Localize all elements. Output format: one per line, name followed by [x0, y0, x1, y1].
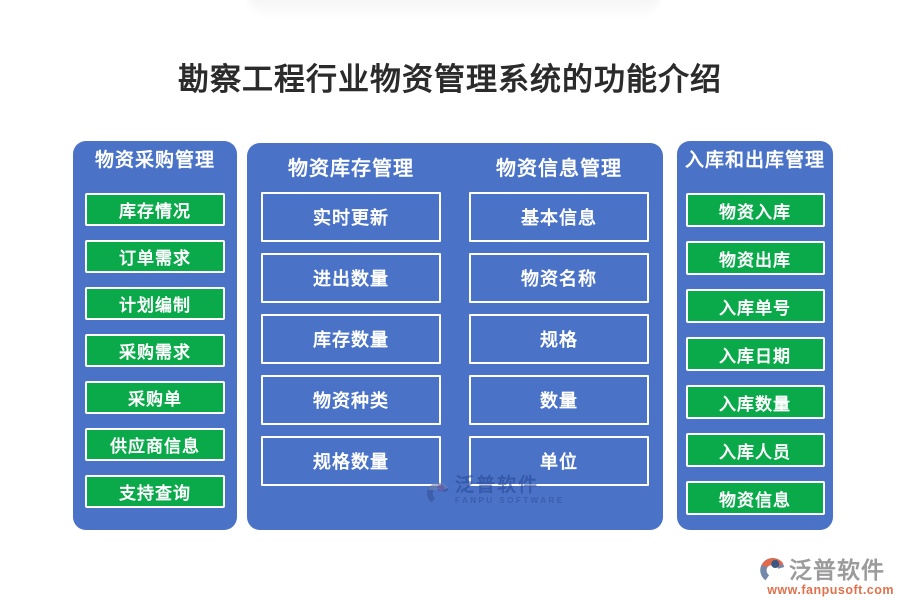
- panel-inout: 入库和出库管理 物资入库 物资出库 入库单号 入库日期 入库数量 入库人员 物资…: [677, 141, 833, 530]
- top-banner-shadow: [248, 0, 660, 16]
- node-item: 供应商信息: [85, 428, 225, 461]
- node-item: 支持查询: [85, 475, 225, 508]
- footer-logo-url: www.fanpusoft.com: [767, 583, 894, 597]
- node-item: 规格数量: [261, 436, 441, 486]
- node-item: 单位: [469, 436, 649, 486]
- panel-inventory-title: 物资库存管理: [288, 158, 414, 180]
- node-item: 物资种类: [261, 375, 441, 425]
- node-item: 物资出库: [685, 241, 825, 275]
- page-title: 勘察工程行业物资管理系统的功能介绍: [178, 62, 722, 97]
- panel-inventory-items: 实时更新 进出数量 库存数量 物资种类 规格数量: [261, 192, 441, 486]
- node-item: 进出数量: [261, 253, 441, 303]
- footer-logo: 泛普软件 www.fanpusoft.com: [758, 551, 894, 597]
- node-item: 物资入库: [685, 193, 825, 227]
- node-item: 订单需求: [85, 240, 225, 273]
- node-item: 库存情况: [85, 193, 225, 226]
- watermark-text: 泛普软件 FANPU SOFTWARE: [455, 475, 565, 506]
- node-item: 计划编制: [85, 287, 225, 320]
- node-item: 采购需求: [85, 334, 225, 367]
- node-item: 采购单: [85, 381, 225, 414]
- panel-inout-title: 入库和出库管理: [684, 150, 825, 171]
- node-item: 规格: [469, 314, 649, 364]
- panel-procurement-items: 库存情况 订单需求 计划编制 采购需求 采购单 供应商信息 支持查询: [73, 193, 237, 508]
- node-item: 实时更新: [261, 192, 441, 242]
- panel-procurement: 物资采购管理 库存情况 订单需求 计划编制 采购需求 采购单 供应商信息 支持查…: [73, 141, 237, 530]
- node-item: 物资信息: [685, 481, 825, 515]
- panel-inout-items: 物资入库 物资出库 入库单号 入库日期 入库数量 入库人员 物资信息: [677, 193, 833, 515]
- node-item: 入库数量: [685, 385, 825, 419]
- panel-info-title: 物资信息管理: [496, 158, 622, 180]
- watermark-name: 泛普软件: [455, 475, 540, 496]
- fanpu-logo-icon: [760, 557, 785, 583]
- node-item: 入库单号: [685, 289, 825, 323]
- node-item: 入库日期: [685, 337, 825, 371]
- node-item: 数量: [469, 375, 649, 425]
- panel-inventory-info: 物资库存管理 实时更新 进出数量 库存数量 物资种类 规格数量 物资信息管理 基…: [247, 143, 663, 530]
- node-item: 物资名称: [469, 253, 649, 303]
- watermark-subtitle: FANPU SOFTWARE: [455, 496, 565, 505]
- footer-logo-name: 泛普软件: [789, 557, 885, 583]
- node-item: 入库人员: [685, 433, 825, 467]
- panel-procurement-title: 物资采购管理: [94, 150, 215, 171]
- node-item: 库存数量: [261, 314, 441, 364]
- column-inventory: 物资库存管理 实时更新 进出数量 库存数量 物资种类 规格数量: [247, 143, 455, 486]
- node-item: 基本信息: [469, 192, 649, 242]
- fanpu-logo-icon: [427, 482, 449, 505]
- fanpu-watermark: 泛普软件 FANPU SOFTWARE: [425, 476, 565, 506]
- column-info: 物资信息管理 基本信息 物资名称 规格 数量 单位: [455, 143, 663, 486]
- panel-info-items: 基本信息 物资名称 规格 数量 单位: [469, 192, 649, 486]
